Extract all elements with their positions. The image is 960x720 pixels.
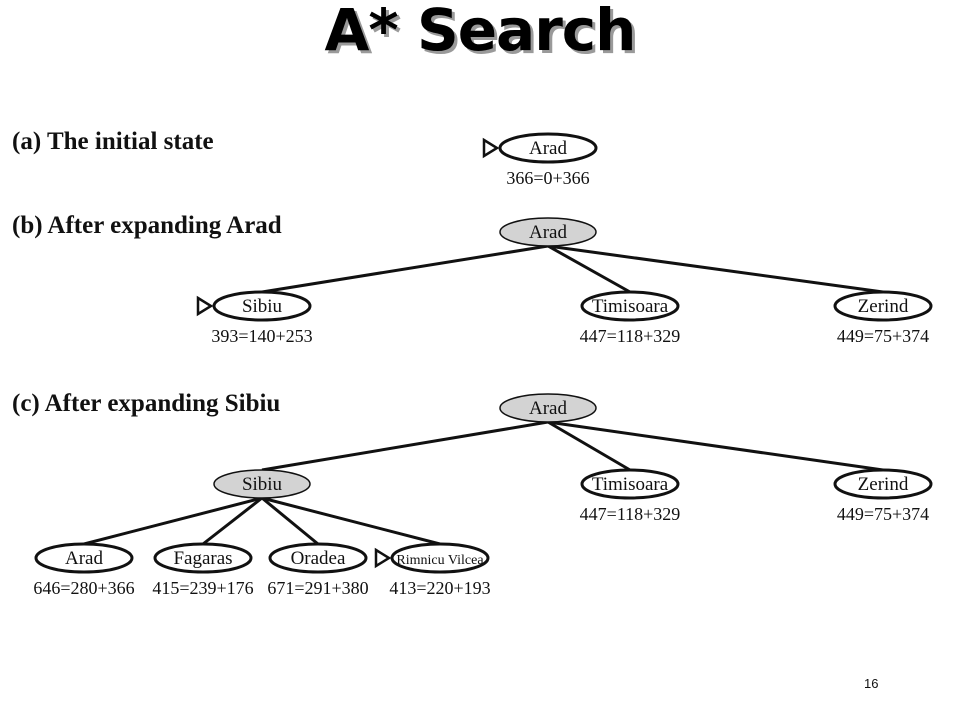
node-ellipse [499,217,597,247]
node-label: Zerind [858,474,909,495]
tree-edge-c_arad-c_timisoara [547,420,631,472]
node-ellipse [34,542,134,574]
node-label: Arad [529,222,567,243]
node-ellipse [213,469,311,499]
tree-node-c_arad2: Arad 646=280+366 [33,542,135,598]
node-label: Arad [65,548,103,569]
tree-edge-c_sibiu-c_oradea [261,496,319,546]
node-label: Oradea [291,548,346,569]
node-label: Sibiu [242,296,283,317]
tree-edges [83,244,884,546]
node-ellipse [153,542,253,574]
next-expansion-marker-icon [196,295,214,317]
node-f-value: 366=0+366 [506,168,589,188]
node-f-value: 449=75+374 [837,326,929,346]
tree-edge-c_sibiu-c_rimnicu [261,496,441,546]
tree-node-b_timisoara: Timisoara 447=118+329 [580,290,681,346]
panel-a-label: (a) The initial state [12,128,214,155]
node-f-value: 415=239+176 [152,578,253,598]
node-f-value: 671=291+380 [267,578,368,598]
tree-edge-c_sibiu-c_arad2 [83,496,263,546]
tree-node-b_sibiu: Sibiu 393=140+253 [196,290,313,346]
node-ellipse [390,542,490,574]
slide-title: A* Search [324,0,637,64]
next-expansion-marker-icon [482,137,500,159]
node-label: Fagaras [173,548,232,569]
tree-node-c_zerind: Zerind 449=75+374 [833,468,933,524]
node-label: Timisoara [592,474,669,495]
node-ellipse [580,468,680,500]
node-label: Zerind [858,296,909,317]
node-f-value: 449=75+374 [837,504,929,524]
node-ellipse [498,132,598,164]
tree-edge-c_sibiu-c_fagaras [202,496,263,546]
tree-node-b_zerind: Zerind 449=75+374 [833,290,933,346]
node-label: Rimnicu Vilcea [396,553,484,568]
panel-b-label: (b) After expanding Arad [12,212,282,239]
node-ellipse [580,290,680,322]
node-label: Timisoara [592,296,669,317]
node-label: Arad [529,138,567,159]
node-ellipse [833,290,933,322]
node-ellipse [499,393,597,423]
tree-node-c_sibiu: Sibiu [213,469,311,499]
node-label: Sibiu [242,474,283,495]
next-expansion-marker-icon [374,547,392,569]
tree-edge-c_arad-c_sibiu [261,420,549,472]
node-f-value: 447=118+329 [580,326,681,346]
tree-nodes: Arad366=0+366AradSibiu393=140+253Timisoa… [33,132,933,598]
node-f-value: 393=140+253 [211,326,312,346]
tree-node-a_arad: Arad 366=0+366 [482,132,598,188]
node-ellipse [833,468,933,500]
tree-edge-b_arad-b_sibiu [261,244,549,294]
tree-node-c_oradea: Oradea 671=291+380 [267,542,369,598]
node-ellipse [268,542,368,574]
tree-node-c_timisoara: Timisoara 447=118+329 [580,468,681,524]
node-ellipse [212,290,312,322]
node-label: Arad [529,398,567,419]
tree-edge-b_arad-b_zerind [547,244,884,294]
node-f-value: 447=118+329 [580,504,681,524]
tree-node-c_rimnicu: Rimnicu Vilcea 413=220+193 [374,542,491,598]
tree-edge-c_arad-c_zerind [547,420,884,472]
tree-node-c_fagaras: Fagaras 415=239+176 [152,542,254,598]
panel-c-label: (c) After expanding Sibiu [12,390,281,417]
tree-node-c_arad: Arad [499,393,597,423]
node-f-value: 413=220+193 [389,578,490,598]
page-number: 16 [864,676,879,691]
tree-node-b_arad: Arad [499,217,597,247]
node-f-value: 646=280+366 [33,578,134,598]
tree-edge-b_arad-b_timisoara [547,244,631,294]
